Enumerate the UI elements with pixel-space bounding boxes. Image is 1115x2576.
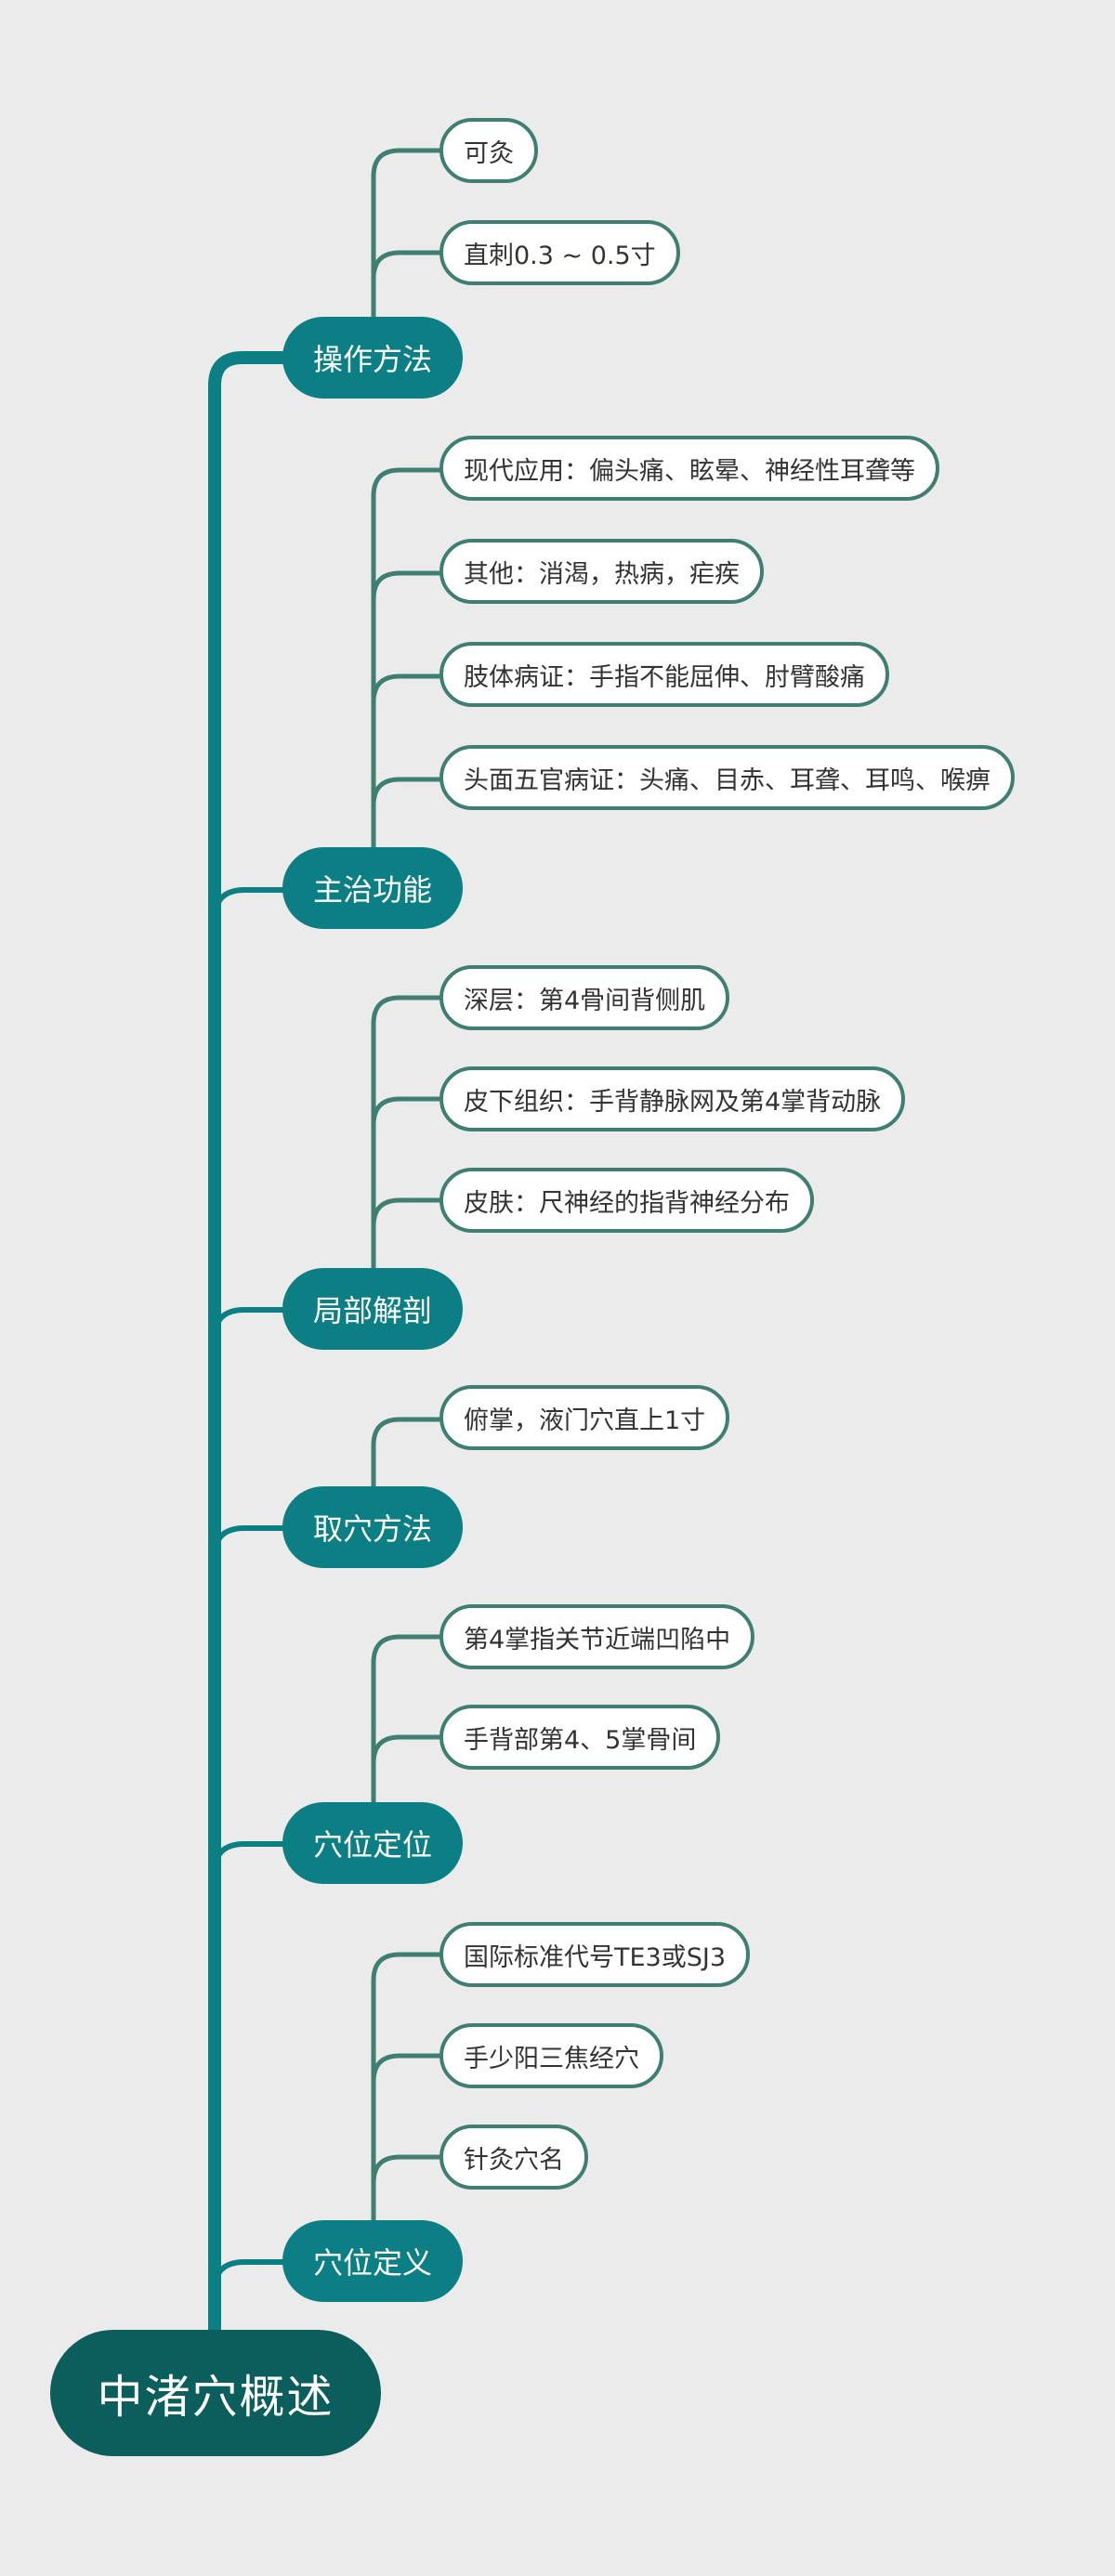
- leaf-hand-dorsum[interactable]: 手背部第4、5掌骨间: [439, 1705, 721, 1770]
- branch-point-location[interactable]: 穴位定位: [282, 1802, 463, 1884]
- leaf-connector: [371, 148, 441, 318]
- leaf-skin[interactable]: 皮肤：尺神经的指背神经分布: [439, 1168, 814, 1233]
- leaf-connector: [371, 2154, 441, 2184]
- leaf-connector: [371, 673, 441, 703]
- leaf-subcutaneous-tissue[interactable]: 皮下组织：手背静脉网及第4掌背动脉: [439, 1066, 906, 1131]
- trunk-to-branch: [212, 887, 284, 921]
- leaf-needling-depth[interactable]: 直刺0.3 ~ 0.5寸: [439, 220, 680, 285]
- leaf-connector: [371, 1197, 441, 1227]
- leaf-connector: [371, 1634, 441, 1802]
- leaf-connector: [371, 777, 441, 806]
- trunk-to-branch: [212, 2259, 284, 2291]
- leaf-connector: [371, 995, 441, 1268]
- trunk-to-branch: [212, 1841, 284, 1873]
- leaf-connector: [371, 1952, 441, 2220]
- leaf-palm-down[interactable]: 俯掌，液门穴直上1寸: [439, 1385, 730, 1450]
- leaf-connector: [371, 250, 441, 280]
- leaf-connector: [371, 1734, 441, 1764]
- leaf-connector: [371, 570, 441, 600]
- leaf-moxibustion[interactable]: 可灸: [439, 118, 538, 183]
- leaf-acupoint-name[interactable]: 针灸穴名: [439, 2125, 588, 2190]
- leaf-connector: [371, 1096, 441, 1126]
- leaf-international-code[interactable]: 国际标准代号TE3或SJ3: [439, 1922, 751, 1987]
- leaf-connector: [371, 2053, 441, 2083]
- leaf-limb-disorders[interactable]: 肢体病证：手指不能屈伸、肘臂酸痛: [439, 642, 889, 707]
- trunk-to-branch: [212, 1525, 284, 1557]
- branch-indications[interactable]: 主治功能: [282, 847, 463, 929]
- leaf-head-face-disorders[interactable]: 头面五官病证：头痛、目赤、耳聋、耳鸣、喉痹: [439, 745, 1015, 810]
- leaf-depression[interactable]: 第4掌指关节近端凹陷中: [439, 1604, 755, 1669]
- leaf-connector: [371, 467, 441, 847]
- leaf-modern-application[interactable]: 现代应用：偏头痛、眩晕、神经性耳聋等: [439, 436, 939, 501]
- leaf-deep-layer[interactable]: 深层：第4骨间背侧肌: [439, 965, 730, 1030]
- leaf-other-indications[interactable]: 其他：消渴，热病，疟疾: [439, 539, 764, 604]
- trunk-to-branch: [212, 1307, 284, 1339]
- branch-operation-method[interactable]: 操作方法: [282, 317, 463, 399]
- branch-local-anatomy[interactable]: 局部解剖: [282, 1268, 463, 1350]
- leaf-meridian[interactable]: 手少阳三焦经穴: [439, 2023, 663, 2088]
- root-topic[interactable]: 中渚穴概述: [50, 2330, 381, 2456]
- branch-locating-method[interactable]: 取穴方法: [282, 1486, 463, 1568]
- leaf-connector: [371, 1417, 441, 1486]
- branch-point-definition[interactable]: 穴位定义: [282, 2220, 463, 2302]
- trunk-line: [208, 351, 291, 2340]
